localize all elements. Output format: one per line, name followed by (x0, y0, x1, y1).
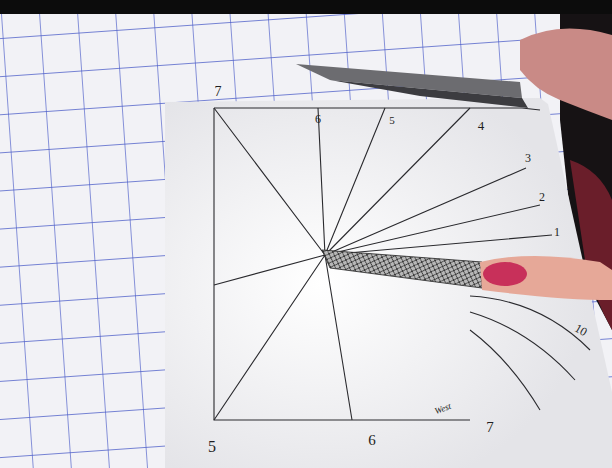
gnomon (322, 250, 482, 288)
dial-number: 1 (554, 226, 560, 238)
dial-frame (522, 108, 540, 110)
dial-number: 5 (389, 115, 395, 126)
hour-lines (214, 108, 552, 420)
dial-number: 2 (539, 191, 545, 203)
dial-number: 7 (486, 420, 494, 435)
dial-number: 5 (208, 439, 216, 455)
scissors (330, 80, 528, 108)
dial-number: 7 (215, 85, 222, 99)
dial-number: 6 (315, 113, 321, 125)
fingernail (483, 262, 527, 286)
dial-paper (165, 98, 612, 468)
dark-edge (0, 0, 612, 14)
finger (480, 256, 612, 300)
dial-number: 3 (525, 152, 531, 164)
dial-number: 6 (368, 433, 376, 448)
dial-frame (214, 108, 522, 420)
dial-number: 4 (478, 119, 485, 132)
hour-curves (470, 296, 590, 410)
grid-paper (0, 14, 612, 468)
